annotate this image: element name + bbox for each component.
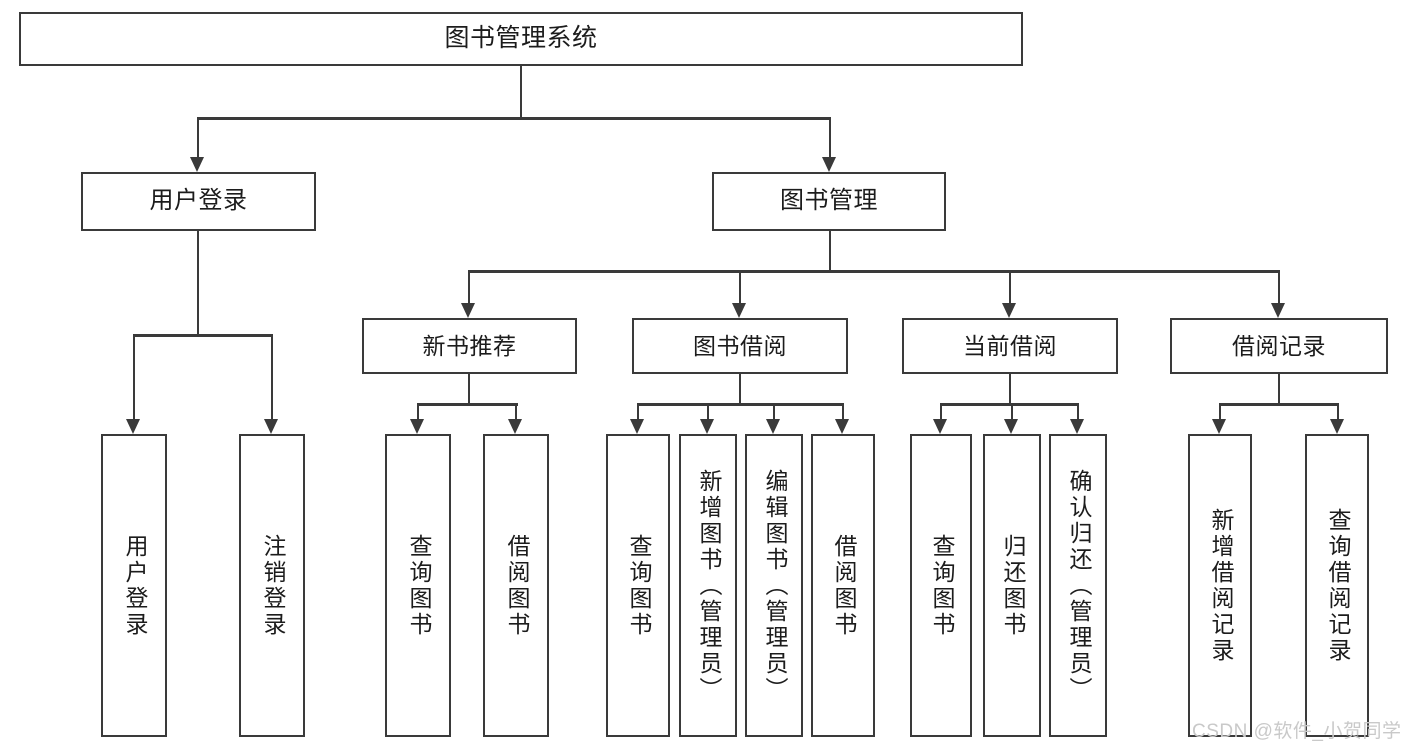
edge-new-books-bar [418, 403, 518, 406]
edge-root-trunk [519, 66, 522, 118]
leaf-borrow-books[interactable]: 借阅图书 [811, 434, 875, 737]
node-label: 新书推荐 [422, 332, 517, 359]
arrow-to-leaf-add-book [700, 419, 714, 434]
node-borrow-records[interactable]: 借阅记录 [1170, 318, 1388, 374]
arrow-to-new-books [461, 303, 475, 318]
node-root-system[interactable]: 图书管理系统 [19, 12, 1023, 66]
leaf-add-book-admin[interactable]: 新增图书（管理员） [679, 434, 737, 737]
edge-borrow-to-leaf-2 [706, 403, 709, 419]
edge-current-to-leaf-1 [939, 403, 942, 419]
arrow-to-leaf-query-record [1330, 419, 1344, 434]
arrow-to-leaf-confirm-return [1070, 419, 1084, 434]
node-label: 查询图书 [405, 533, 432, 638]
leaf-logout[interactable]: 注销登录 [239, 434, 305, 737]
node-label: 借阅图书 [830, 533, 857, 638]
edge-root-to-book-mgmt [828, 117, 831, 157]
edge-records-to-leaf-2 [1336, 403, 1339, 419]
edge-book-mgmt-to-new-books [467, 270, 470, 303]
edge-new-books-to-leaf-2 [514, 403, 517, 419]
leaf-query-books-current[interactable]: 查询图书 [910, 434, 972, 737]
node-label: 编辑图书（管理员） [761, 468, 788, 703]
edge-book-mgmt-trunk [828, 231, 831, 271]
edge-book-mgmt-bar [469, 270, 1280, 273]
node-label: 新增图书（管理员） [695, 468, 722, 703]
arrow-to-leaf-add-record [1212, 419, 1226, 434]
leaf-add-borrow-record[interactable]: 新增借阅记录 [1188, 434, 1252, 737]
node-label: 图书管理 [780, 187, 878, 215]
arrow-to-leaf-query-books-3 [933, 419, 947, 434]
node-label: 借阅图书 [503, 533, 530, 638]
edge-borrow-to-leaf-3 [772, 403, 775, 419]
edge-new-books-to-leaf-1 [416, 403, 419, 419]
node-book-borrow[interactable]: 图书借阅 [632, 318, 848, 374]
edge-current-bar [941, 403, 1078, 406]
node-label: 查询图书 [928, 533, 955, 638]
edge-user-login-trunk [196, 231, 199, 335]
arrow-to-leaf-borrow-books-2 [835, 419, 849, 434]
edge-records-to-leaf-1 [1218, 403, 1221, 419]
node-label: 查询图书 [625, 533, 652, 638]
node-label: 用户登录 [121, 533, 148, 638]
leaf-query-books-new[interactable]: 查询图书 [385, 434, 451, 737]
node-new-book-recommend[interactable]: 新书推荐 [362, 318, 577, 374]
edge-user-login-to-leaf-2 [270, 334, 273, 419]
leaf-user-login[interactable]: 用户登录 [101, 434, 167, 737]
arrow-to-leaf-query-books-2 [630, 419, 644, 434]
edge-current-to-leaf-2 [1010, 403, 1013, 419]
arrow-to-leaf-borrow-books-1 [508, 419, 522, 434]
node-label: 图书管理系统 [444, 24, 598, 53]
node-label: 当前借阅 [963, 332, 1057, 359]
node-label: 归还图书 [999, 533, 1026, 638]
arrow-to-book-mgmt [822, 157, 836, 172]
node-label: 新增借阅记录 [1207, 507, 1234, 664]
arrow-to-borrow [732, 303, 746, 318]
node-label: 用户登录 [149, 187, 248, 215]
arrow-to-leaf-query-books-1 [410, 419, 424, 434]
leaf-query-borrow-record[interactable]: 查询借阅记录 [1305, 434, 1369, 737]
edge-records-trunk [1277, 374, 1280, 404]
arrow-to-leaf-user-login [126, 419, 140, 434]
edge-user-login-to-leaf-1 [132, 334, 135, 419]
edge-current-to-leaf-3 [1076, 403, 1079, 419]
leaf-borrow-books-new[interactable]: 借阅图书 [483, 434, 549, 737]
edge-book-mgmt-to-borrow [738, 270, 741, 303]
node-book-management[interactable]: 图书管理 [712, 172, 946, 231]
leaf-query-books-borrow[interactable]: 查询图书 [606, 434, 670, 737]
arrow-to-leaf-return-book [1004, 419, 1018, 434]
edge-root-bar [198, 117, 830, 120]
node-user-login[interactable]: 用户登录 [81, 172, 316, 231]
arrow-to-leaf-logout [264, 419, 278, 434]
node-current-borrow[interactable]: 当前借阅 [902, 318, 1118, 374]
node-label: 查询借阅记录 [1324, 507, 1351, 664]
edge-root-to-user-login [196, 117, 199, 157]
edge-borrow-bar [638, 403, 844, 406]
edge-borrow-to-leaf-1 [636, 403, 639, 419]
node-label: 图书借阅 [693, 332, 787, 359]
arrow-to-leaf-edit-book [766, 419, 780, 434]
node-label: 借阅记录 [1232, 332, 1326, 359]
edge-current-trunk [1008, 374, 1011, 404]
arrow-to-current-borrow [1002, 303, 1016, 318]
node-label: 确认归还（管理员） [1065, 468, 1092, 703]
edge-borrow-trunk [738, 374, 741, 404]
node-label: 注销登录 [259, 533, 286, 638]
edge-borrow-to-leaf-4 [841, 403, 844, 419]
leaf-return-book[interactable]: 归还图书 [983, 434, 1041, 737]
edge-new-books-trunk [467, 374, 470, 404]
edge-book-mgmt-to-records [1277, 270, 1280, 303]
arrow-to-user-login [190, 157, 204, 172]
edge-book-mgmt-to-current [1008, 270, 1011, 303]
edge-records-bar [1220, 403, 1338, 406]
leaf-edit-book-admin[interactable]: 编辑图书（管理员） [745, 434, 803, 737]
edge-user-login-bar [134, 334, 273, 337]
leaf-confirm-return-admin[interactable]: 确认归还（管理员） [1049, 434, 1107, 737]
arrow-to-borrow-records [1271, 303, 1285, 318]
